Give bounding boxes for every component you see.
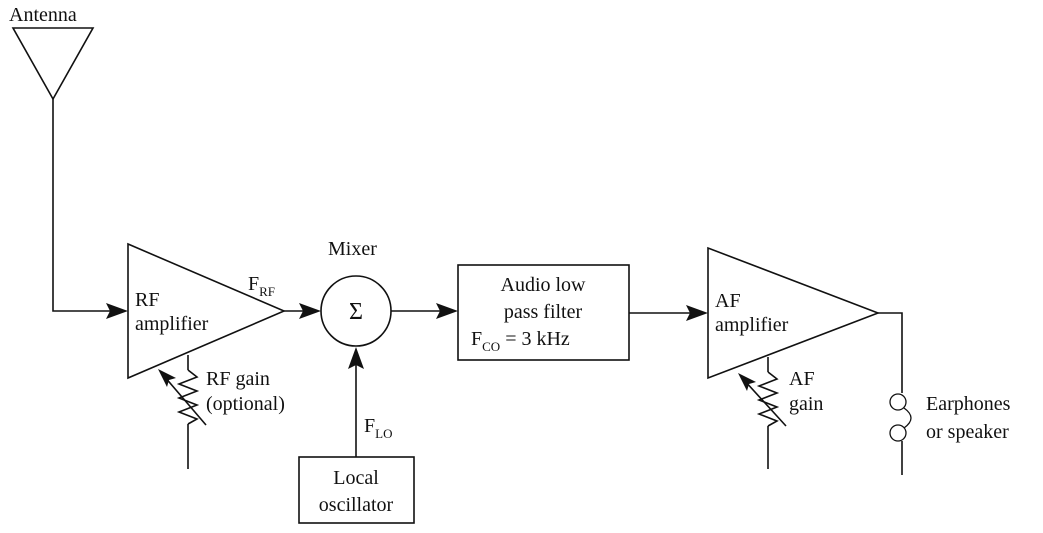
rf-amplifier xyxy=(127,242,287,380)
rf-amplifier-label-line2: amplifier xyxy=(135,313,209,335)
af-gain-arrowhead xyxy=(738,373,756,391)
rf-gain-label-line1: RF gain xyxy=(206,368,270,390)
filter-cutoff-label: FCO = 3 kHz xyxy=(471,328,570,354)
af-amplifier-label-line1: AF xyxy=(715,290,741,312)
earphones-label-line1: Earphones xyxy=(926,393,1011,415)
earphones-symbol xyxy=(878,312,912,475)
antenna-label: Antenna xyxy=(9,4,77,26)
local-oscillator-label-line1: Local xyxy=(333,467,379,489)
antenna-arrowhead xyxy=(106,303,128,319)
mixer-to-filter-arrowhead xyxy=(436,303,458,319)
af-amplifier-label-line2: amplifier xyxy=(715,314,789,336)
rf-to-mixer-arrowhead xyxy=(299,303,321,319)
earphones-label-line2: or speaker xyxy=(926,421,1009,443)
filter-label-line1: Audio low xyxy=(501,274,587,296)
af-gain-label-line1: AF xyxy=(789,368,815,390)
f-lo-label: FLO xyxy=(364,415,392,441)
local-oscillator-box xyxy=(298,456,415,524)
lo-to-mixer-arrowhead xyxy=(348,347,364,369)
filter-label-line2: pass filter xyxy=(504,301,583,323)
antenna-symbol xyxy=(11,27,95,101)
mixer-label: Mixer xyxy=(328,238,377,260)
f-rf-label: FRF xyxy=(248,273,275,299)
rf-gain-resistor xyxy=(158,355,207,469)
local-oscillator-label-line2: oscillator xyxy=(319,494,394,516)
af-gain-label-line2: gain xyxy=(789,393,823,415)
sigma-symbol: Σ xyxy=(349,299,363,325)
af-gain-resistor xyxy=(738,357,787,469)
antenna-feed-wire xyxy=(52,99,118,312)
rf-gain-label-line2: (optional) xyxy=(206,393,285,415)
af-amplifier xyxy=(707,246,881,380)
rf-gain-arrowhead xyxy=(158,369,176,387)
filter-to-af-arrowhead xyxy=(686,305,708,321)
rf-amplifier-label-line1: RF xyxy=(135,289,159,311)
